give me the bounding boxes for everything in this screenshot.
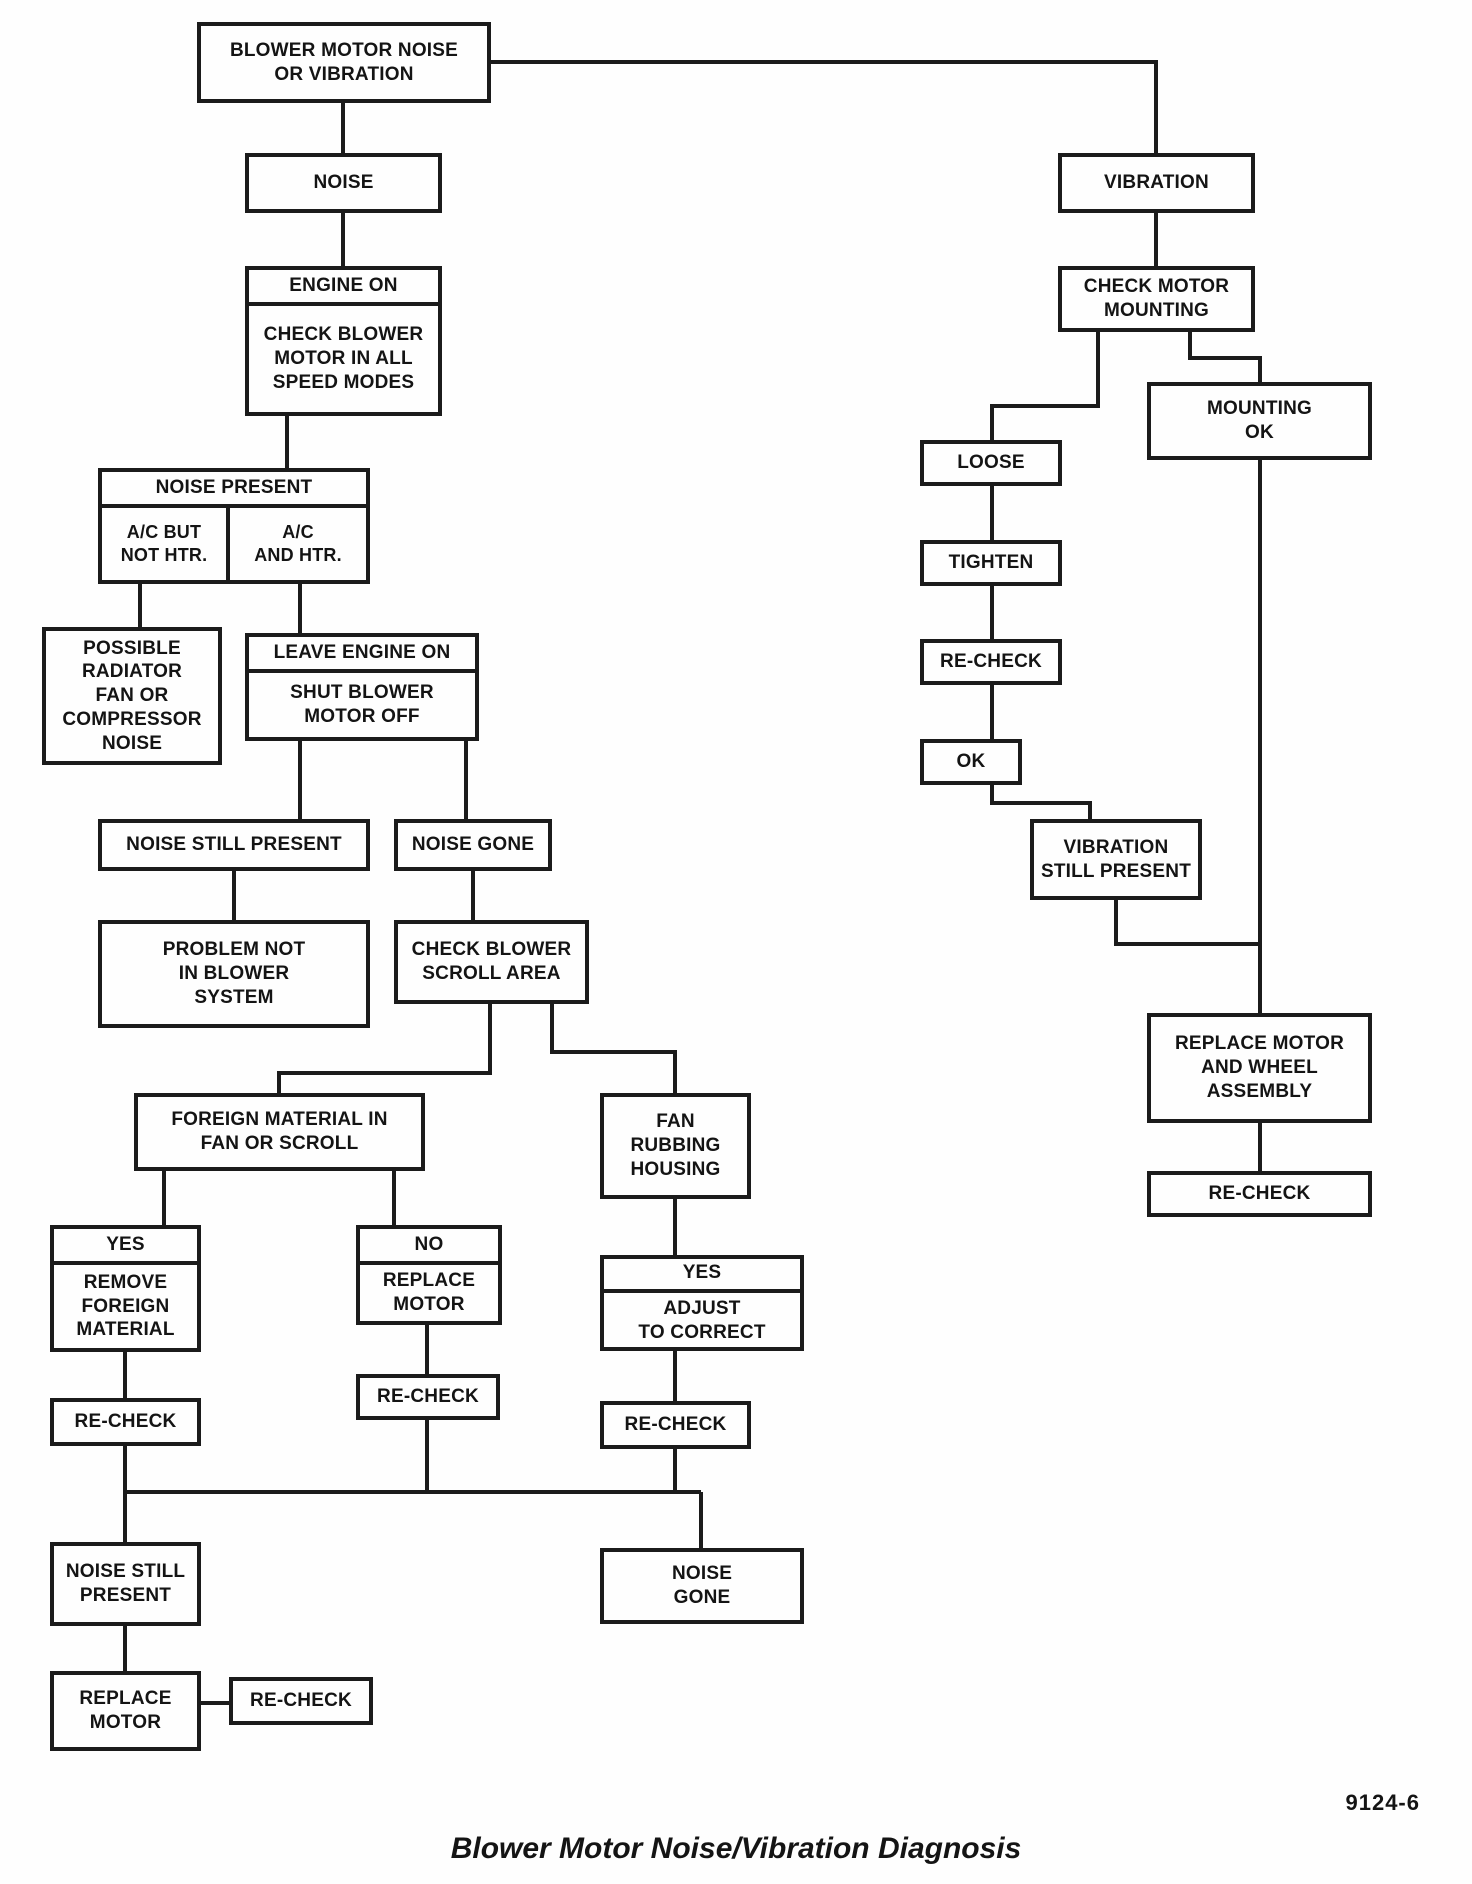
node-tighten: TIGHTEN	[920, 540, 1062, 586]
node-label: LOOSE	[957, 452, 1025, 474]
node-vibration: VIBRATION	[1058, 153, 1255, 213]
node-body: ADJUST TO CORRECT	[638, 1298, 766, 1343]
node-label: NOISE GONE	[671, 1563, 733, 1608]
node-check-motor-mounting: CHECK MOTOR MOUNTING	[1058, 266, 1255, 332]
node-label: RE-CHECK	[74, 1411, 177, 1433]
node-noise-gone-2: NOISE GONE	[600, 1548, 804, 1624]
node-label: VIBRATION STILL PRESENT	[1040, 836, 1192, 882]
node-body: REPLACE MOTOR	[382, 1270, 476, 1315]
node-label: MOUNTING OK	[1206, 398, 1313, 443]
node-blower-motor-noise-or-vibration: BLOWER MOTOR NOISE OR VIBRATION	[197, 22, 491, 103]
node-label: FOREIGN MATERIAL IN FAN OR SCROLL	[171, 1109, 388, 1154]
node-label: POSSIBLE RADIATOR FAN OR COMPRESSOR NOIS…	[62, 637, 202, 754]
node-label: RE-CHECK	[250, 1690, 352, 1712]
node-recheck-1: RE-CHECK	[50, 1398, 201, 1446]
figure-number: 9124-6	[1345, 1790, 1420, 1815]
node-label: OK	[956, 751, 986, 773]
node-noise-still-present-1: NOISE STILL PRESENT	[98, 819, 370, 871]
connector	[990, 785, 1092, 819]
node-label: CHECK MOTOR MOUNTING	[1083, 276, 1230, 321]
node-label: VIBRATION	[1104, 172, 1209, 194]
node-header: ENGINE ON	[249, 270, 438, 306]
node-label: REPLACE MOTOR AND WHEEL ASSEMBLY	[1174, 1033, 1345, 1102]
connector	[491, 60, 1158, 153]
node-recheck-2: RE-CHECK	[356, 1374, 500, 1420]
figure-caption: Blower Motor Noise/Vibration Diagnosis	[450, 1832, 1022, 1865]
node-noise-still-present-2: NOISE STILL PRESENT	[50, 1542, 201, 1626]
node-body: CHECK BLOWER MOTOR IN ALL SPEED MODES	[263, 324, 424, 393]
node-label: NOISE STILL PRESENT	[65, 1561, 186, 1606]
connector	[1188, 332, 1262, 382]
node-recheck-3: RE-CHECK	[600, 1401, 751, 1449]
node-label: RE-CHECK	[624, 1414, 727, 1436]
node-label: TIGHTEN	[948, 552, 1034, 574]
node-label: NOISE	[313, 172, 374, 194]
node-header: YES	[604, 1257, 800, 1294]
connector	[277, 1004, 492, 1093]
connector	[990, 332, 1100, 440]
node-problem-not-in-blower-system: PROBLEM NOT IN BLOWER SYSTEM	[98, 920, 370, 1028]
node-fan-rubbing-housing: FAN RUBBING HOUSING	[600, 1093, 751, 1199]
node-label: CHECK BLOWER SCROLL AREA	[411, 939, 572, 984]
node-loose: LOOSE	[920, 440, 1062, 486]
node-yes-remove-foreign-material: YES REMOVE FOREIGN MATERIAL	[50, 1225, 201, 1352]
node-vibration-still-present: VIBRATION STILL PRESENT	[1030, 819, 1202, 900]
node-label: FAN RUBBING HOUSING	[630, 1111, 721, 1180]
node-header: NOISE PRESENT	[102, 472, 366, 508]
node-recheck-r2: RE-CHECK	[1147, 1171, 1372, 1217]
node-yes-adjust-to-correct: YES ADJUST TO CORRECT	[600, 1255, 804, 1351]
node-noise: NOISE	[245, 153, 442, 213]
noise-present-cells: A/C BUT NOT HTR. A/C AND HTR.	[102, 507, 366, 580]
node-header: NO	[360, 1229, 498, 1265]
node-label: RE-CHECK	[377, 1386, 479, 1408]
cell-ac-and-htr: A/C AND HTR.	[254, 522, 342, 565]
node-body: REMOVE FOREIGN MATERIAL	[76, 1271, 175, 1341]
connector	[550, 1004, 677, 1093]
node-label: NOISE STILL PRESENT	[126, 834, 342, 856]
cell-ac-but-not-htr: A/C BUT NOT HTR.	[102, 507, 230, 580]
node-foreign-material-in-fan-or-scroll: FOREIGN MATERIAL IN FAN OR SCROLL	[134, 1093, 425, 1171]
node-possible-radiator-noise: POSSIBLE RADIATOR FAN OR COMPRESSOR NOIS…	[42, 627, 222, 765]
connector	[1114, 900, 1260, 946]
node-recheck-r1: RE-CHECK	[920, 639, 1062, 685]
node-replace-motor-and-wheel-assembly: REPLACE MOTOR AND WHEEL ASSEMBLY	[1147, 1013, 1372, 1123]
node-engine-on-check-blower: ENGINE ON CHECK BLOWER MOTOR IN ALL SPEE…	[245, 266, 442, 416]
node-mounting-ok: MOUNTING OK	[1147, 382, 1372, 460]
node-leave-engine-on: LEAVE ENGINE ON SHUT BLOWER MOTOR OFF	[245, 633, 479, 741]
node-body: SHUT BLOWER MOTOR OFF	[290, 682, 434, 727]
node-header: LEAVE ENGINE ON	[249, 637, 475, 673]
node-replace-motor: REPLACE MOTOR	[50, 1671, 201, 1751]
node-label: RE-CHECK	[940, 651, 1042, 673]
node-header: YES	[54, 1229, 197, 1265]
node-noise-present: NOISE PRESENT A/C BUT NOT HTR. A/C AND H…	[98, 468, 370, 584]
node-check-blower-scroll-area: CHECK BLOWER SCROLL AREA	[394, 920, 589, 1004]
node-no-replace-motor: NO REPLACE MOTOR	[356, 1225, 502, 1325]
node-noise-gone-1: NOISE GONE	[394, 819, 552, 871]
node-label: RE-CHECK	[1208, 1183, 1311, 1205]
node-label: NOISE GONE	[411, 834, 535, 856]
node-ok: OK	[920, 739, 1022, 785]
node-label: PROBLEM NOT IN BLOWER SYSTEM	[162, 939, 306, 1008]
node-recheck-4: RE-CHECK	[229, 1677, 373, 1725]
node-label: REPLACE MOTOR	[79, 1688, 172, 1733]
node-label: BLOWER MOTOR NOISE OR VIBRATION	[229, 39, 459, 85]
